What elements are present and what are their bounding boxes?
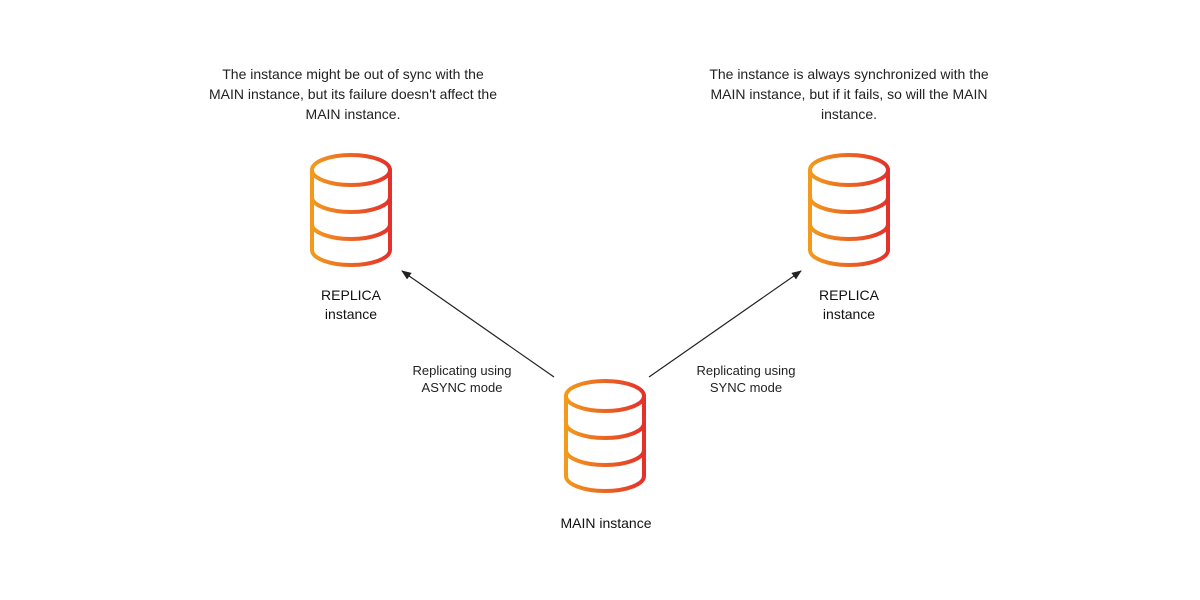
replica-sync-label: REPLICA instance [769, 286, 929, 324]
edge-label-line2: SYNC mode [709, 380, 783, 395]
replica-async-label: REPLICA instance [271, 286, 431, 324]
edge-label-line1: Replicating using [696, 363, 796, 378]
edge-label-line1: Replicating using [412, 363, 512, 378]
async-replica-description: The instance might be out of sync with t… [208, 66, 497, 122]
database-icon [804, 150, 894, 270]
replica-label-line2: instance [324, 306, 378, 322]
replica-label-line1: REPLICA [819, 287, 879, 303]
database-icon [306, 150, 396, 270]
replica-label-line1: REPLICA [321, 287, 381, 303]
sync-replica-description: The instance is always synchronized with… [709, 66, 989, 122]
sync-edge-label: Replicating using SYNC mode [676, 362, 816, 396]
main-instance-label: MAIN instance [560, 515, 652, 531]
edge-label-line2: ASYNC mode [421, 380, 503, 395]
replica-label-line2: instance [822, 306, 876, 322]
async-edge-label: Replicating using ASYNC mode [392, 362, 532, 396]
database-icon [560, 376, 650, 496]
